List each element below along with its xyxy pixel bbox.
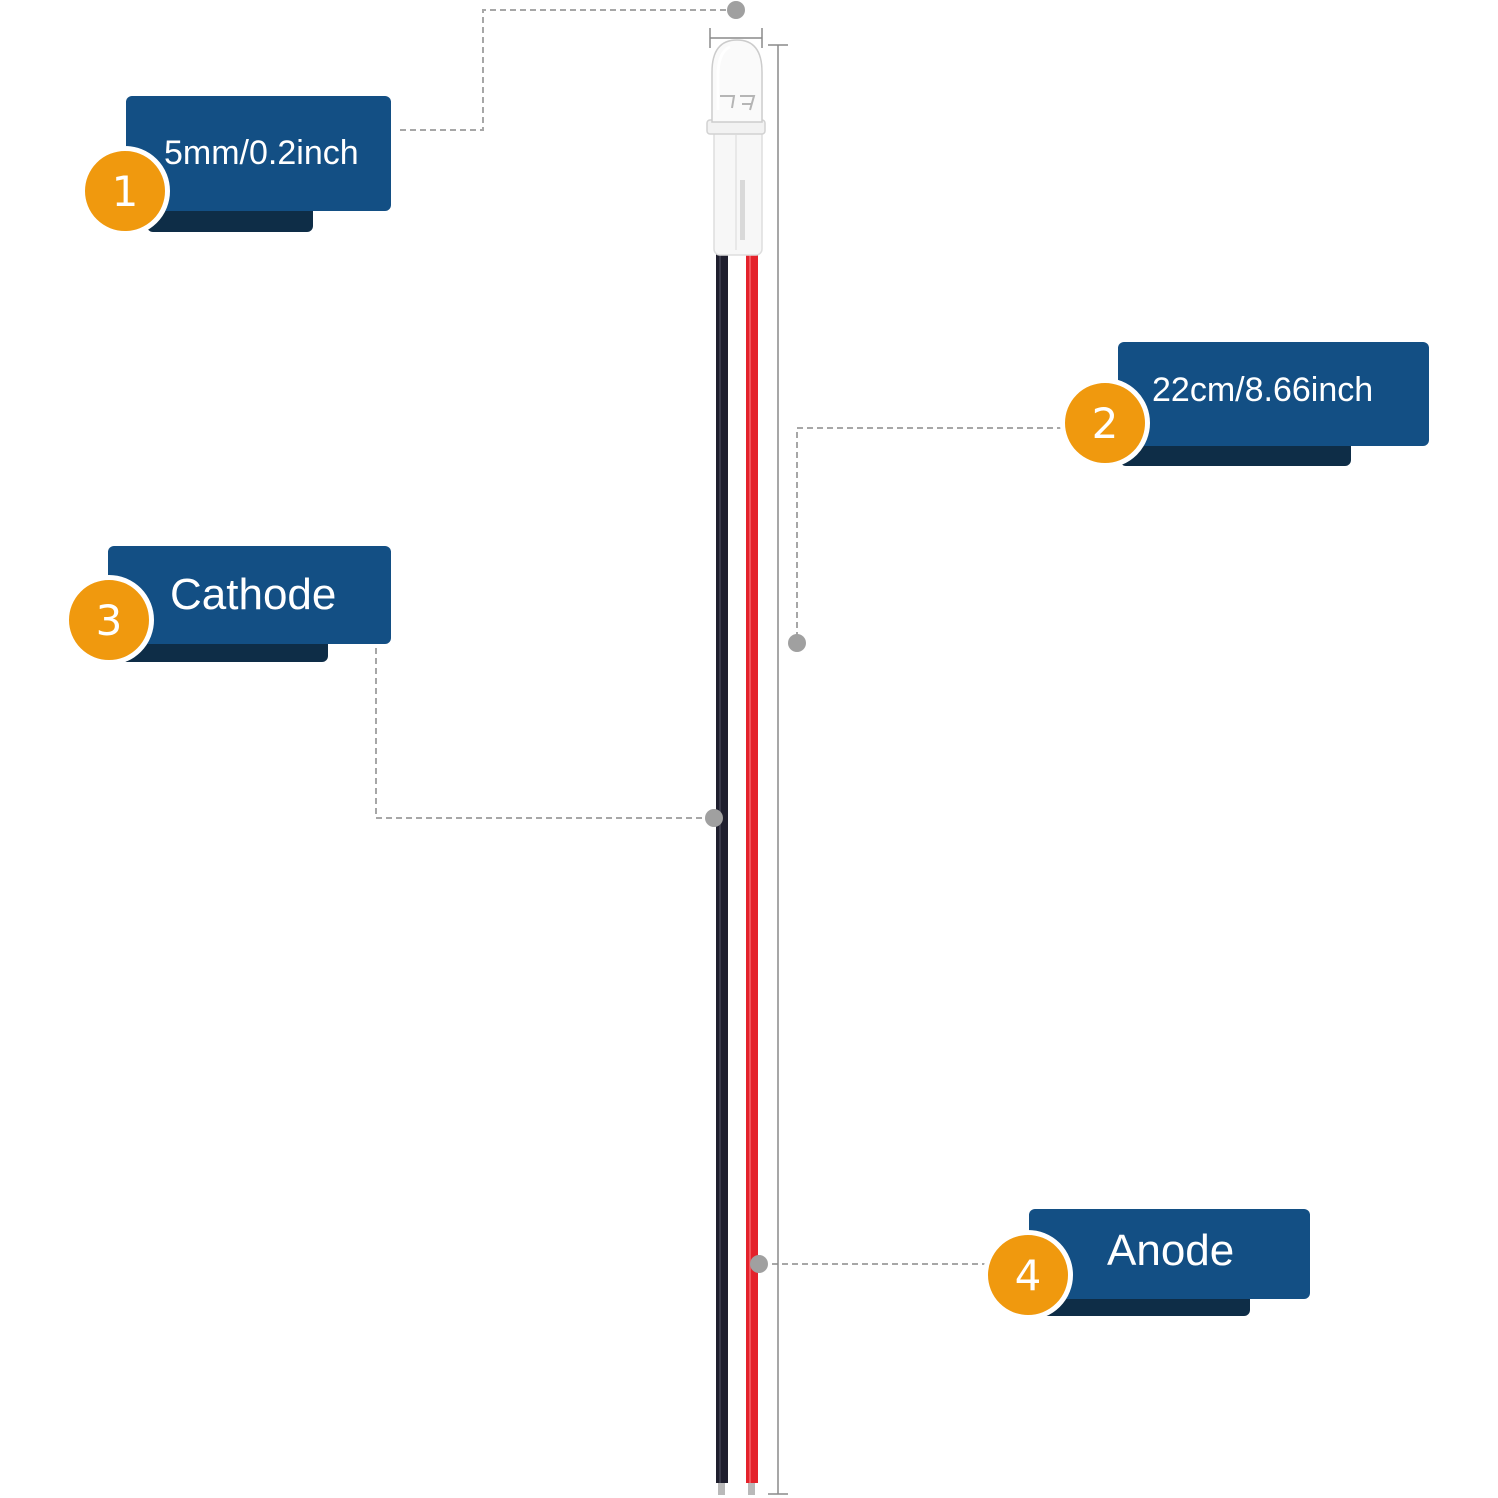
- leader-line-2: [796, 427, 1063, 635]
- number-badge-3: 3: [64, 575, 154, 665]
- led-internal-frame: [720, 95, 756, 111]
- callout-label-box: 22cm/8.66inch: [1118, 342, 1429, 446]
- marker-dot-3: [705, 809, 723, 827]
- leader-line-1: [400, 9, 727, 131]
- black-wire-highlight: [719, 253, 721, 1483]
- led-lens: [711, 39, 763, 123]
- led-wires: [716, 253, 758, 1495]
- black-wire: [716, 253, 728, 1483]
- total-length-dimension: [768, 44, 788, 1495]
- leader-line-3: [375, 648, 708, 819]
- number-badge-1: 1: [80, 146, 170, 236]
- callout-text-total-length: 22cm/8.66inch: [1152, 370, 1374, 409]
- callout-text-anode: Anode: [1107, 1226, 1235, 1275]
- callout-label-box: 5mm/0.2inch: [126, 96, 391, 211]
- callout-label-box: Cathode: [108, 546, 391, 644]
- callout-text-cathode: Cathode: [170, 570, 337, 619]
- marker-dot-4: [750, 1255, 768, 1273]
- led-component: [706, 39, 766, 256]
- lens-width-dimension: [709, 28, 763, 48]
- red-wire-highlight: [749, 253, 751, 1483]
- led-sleeve-marking: [740, 180, 745, 240]
- callout-text-lens-size: 5mm/0.2inch: [164, 134, 359, 172]
- number-badge-4: 4: [983, 1230, 1073, 1320]
- marker-dot-1: [727, 1, 745, 19]
- red-wire-tip: [748, 1483, 755, 1495]
- red-wire: [746, 253, 758, 1483]
- callout-label-box: Anode: [1029, 1209, 1310, 1299]
- black-wire-tip: [718, 1483, 725, 1495]
- number-badge-2: 2: [1060, 378, 1150, 468]
- marker-dot-2: [788, 634, 806, 652]
- led-sleeve: [713, 127, 763, 256]
